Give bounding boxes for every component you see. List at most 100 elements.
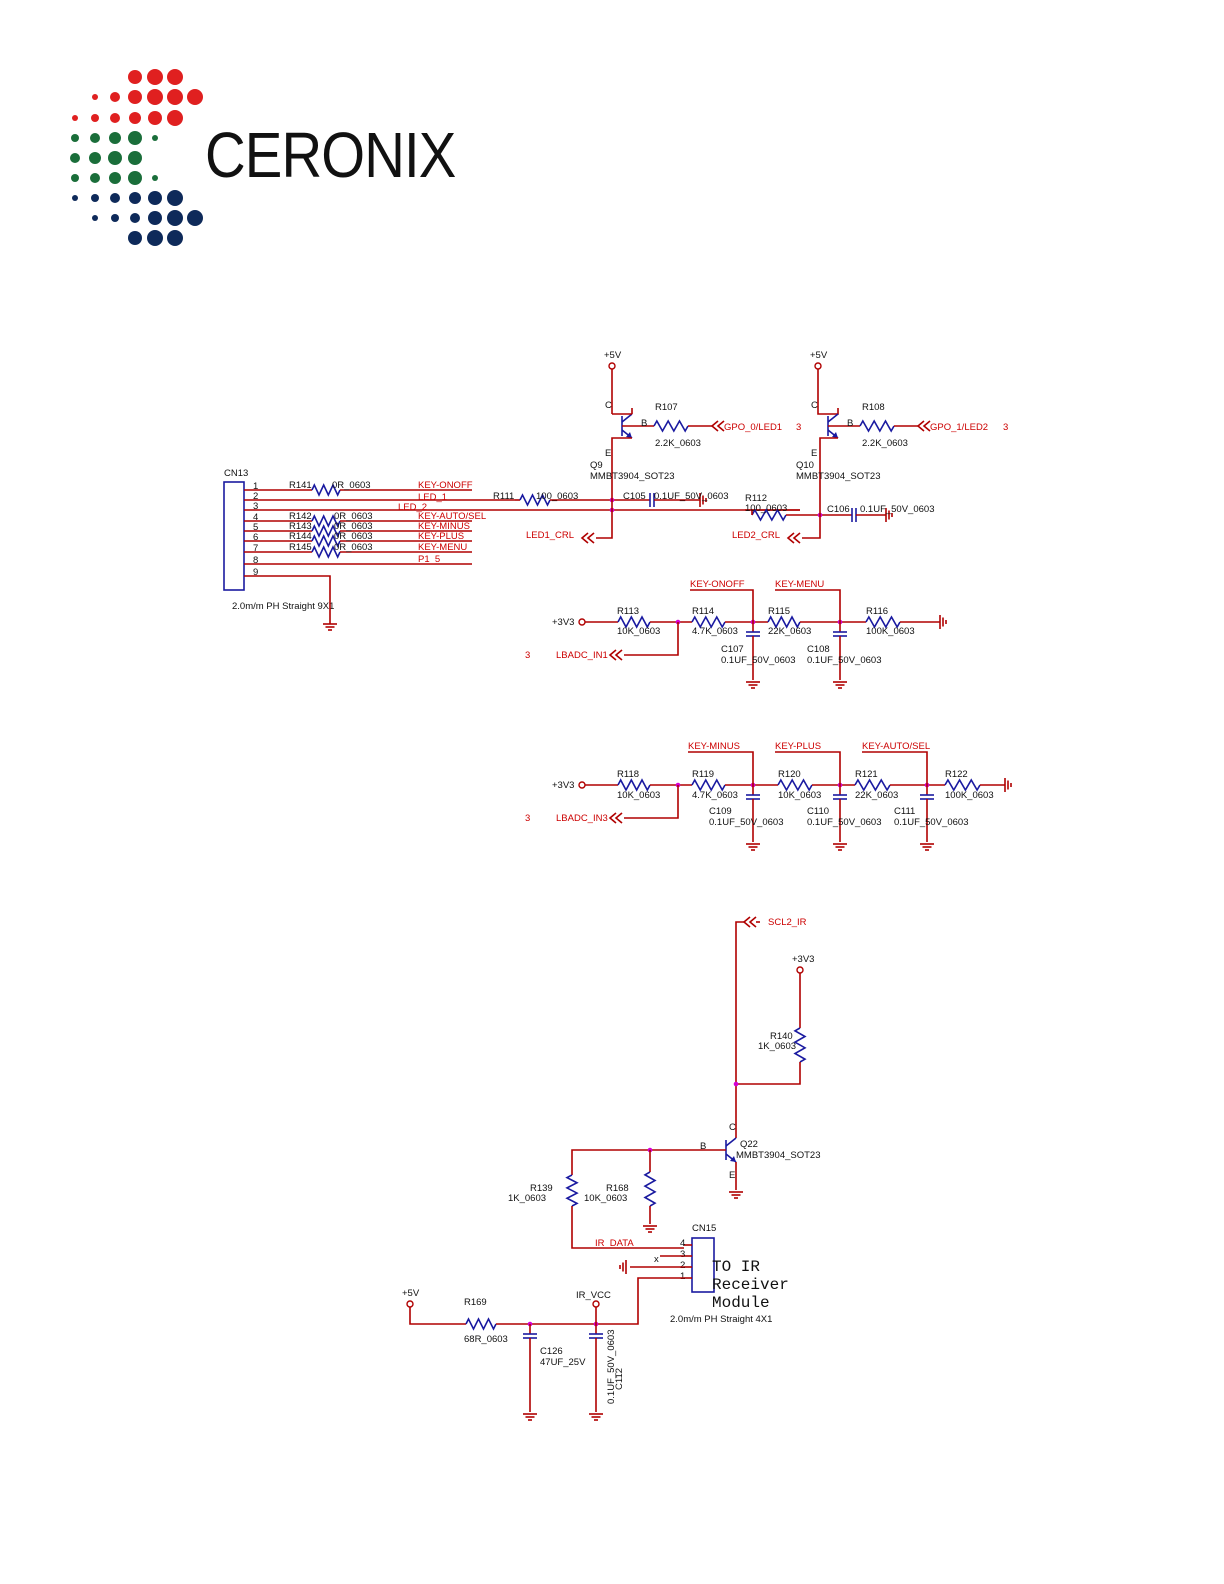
- wire: [817, 369, 839, 415]
- logo-dot: [89, 152, 101, 164]
- resistor-symbol: [777, 778, 813, 792]
- cap-ref: C112: [614, 1368, 625, 1390]
- wire: [571, 1206, 684, 1249]
- wire: [596, 1277, 684, 1325]
- port-arrow: [608, 649, 617, 661]
- resistor-symbol: [854, 778, 891, 792]
- logo-dot: [148, 191, 162, 205]
- logo-dot: [167, 110, 183, 126]
- junction-dot: [733, 1081, 739, 1087]
- resistor-ref: R114: [692, 606, 714, 617]
- wire: [596, 437, 632, 539]
- logo-dot: [128, 131, 142, 145]
- pin-label: B: [700, 1141, 706, 1152]
- cn13-pin-number: 2: [253, 491, 258, 502]
- transistor-part: MMBT3904_SOT23: [736, 1150, 820, 1161]
- resistor-ref: R169: [464, 1297, 487, 1308]
- port-arrow: [716, 420, 725, 432]
- cn15-footprint: 2.0m/m PH Straight 4X1: [670, 1314, 772, 1325]
- transistor-arrow: [626, 432, 632, 438]
- wire: [775, 589, 841, 622]
- power-label: +3V3: [792, 954, 814, 965]
- net-label: KEY-MENU: [775, 579, 824, 590]
- transistor-ref: Q22: [740, 1139, 758, 1150]
- port-arrow: [586, 532, 595, 544]
- cn13-footprint: 2.0m/m PH Straight 9X1: [232, 601, 334, 612]
- wire: [690, 589, 754, 622]
- transistor-symbol: [725, 1137, 737, 1147]
- port-arrow: [710, 420, 719, 432]
- logo-dot: [71, 134, 79, 142]
- logo-dot: [110, 113, 120, 123]
- cap-ref: C107: [721, 644, 744, 655]
- wire: [571, 1149, 726, 1175]
- cn13-pin-number: 5: [253, 522, 258, 533]
- cn13-pin-number: 1: [253, 481, 258, 492]
- wire: [862, 751, 928, 785]
- power-port: [592, 1300, 600, 1308]
- power-port: [578, 781, 586, 789]
- net-label: LED_1: [418, 492, 447, 503]
- transistor-part: MMBT3904_SOT23: [796, 471, 880, 482]
- net-label: KEY-PLUS: [418, 531, 464, 542]
- logo-dot: [147, 69, 163, 85]
- cap-ref: C106: [827, 504, 850, 515]
- resistor-value: 68R_0603: [464, 1334, 508, 1345]
- cn15-pin-number: 2: [680, 1260, 685, 1271]
- resistor-symbol: [311, 514, 341, 528]
- logo-dot: [108, 151, 122, 165]
- logo-dot: [128, 151, 142, 165]
- net-label: KEY-ONOFF: [690, 579, 745, 590]
- resistor-symbol: [653, 419, 689, 433]
- cn13-pin-number: 3: [253, 501, 258, 512]
- logo-dot: [148, 211, 162, 225]
- pin-label: C: [605, 400, 612, 411]
- port-arrow: [580, 532, 589, 544]
- resistor-ref: R122: [945, 769, 968, 780]
- resistor-ref: R141: [289, 480, 312, 491]
- resistor-ref: R142: [289, 511, 312, 522]
- resistor-value: 0R_0603: [334, 531, 373, 542]
- logo-dot: [129, 192, 141, 204]
- resistor-symbol: [311, 483, 341, 497]
- logo-dot: [152, 135, 158, 141]
- resistor-ref: R121: [855, 769, 878, 780]
- logo-dot: [92, 94, 98, 100]
- resistor-value: 0R_0603: [334, 521, 373, 532]
- resistor-value: 10K_0603: [778, 790, 821, 801]
- resistor-symbol: [311, 524, 341, 538]
- logo-dot: [147, 89, 163, 105]
- port-arrow: [786, 532, 795, 544]
- power-port: [796, 966, 804, 974]
- cap-ref: C111: [894, 806, 915, 817]
- port-arrow: [916, 420, 925, 432]
- resistor-ref: R144: [289, 531, 312, 542]
- logo-dot: [187, 89, 203, 105]
- resistor-symbol: [865, 615, 901, 629]
- page-ref: 3: [796, 422, 801, 433]
- resistor-ref: R168: [606, 1183, 629, 1194]
- pin-label: B: [847, 418, 853, 429]
- resistor-value: 0R_0603: [334, 511, 373, 522]
- resistor-ref: R139: [530, 1183, 553, 1194]
- resistor-symbol: [311, 545, 341, 559]
- cap-ref: C110: [807, 806, 829, 817]
- resistor-value: 10K_0603: [617, 626, 660, 637]
- net-label: KEY-AUTO/SEL: [862, 741, 930, 752]
- logo-dot: [128, 90, 142, 104]
- net-label: KEY-MENU: [418, 542, 467, 553]
- cap-value: 0.1UF_50V_0603: [807, 817, 881, 828]
- transistor-symbol: [827, 413, 839, 423]
- net-label: KEY-MINUS: [688, 741, 740, 752]
- resistor-symbol: [643, 1171, 657, 1207]
- resistor-value: 2.2K_0603: [655, 438, 701, 449]
- logo-dot: [72, 195, 78, 201]
- logo-dot: [167, 89, 183, 105]
- logo-dot: [109, 132, 121, 144]
- logo-dot: [187, 210, 203, 226]
- power-label: +5V: [402, 1288, 420, 1299]
- logo-dot: [147, 230, 163, 246]
- cap-value: 0.1UF_50V_0603: [654, 491, 728, 502]
- net-label: KEY-ONOFF: [418, 480, 473, 491]
